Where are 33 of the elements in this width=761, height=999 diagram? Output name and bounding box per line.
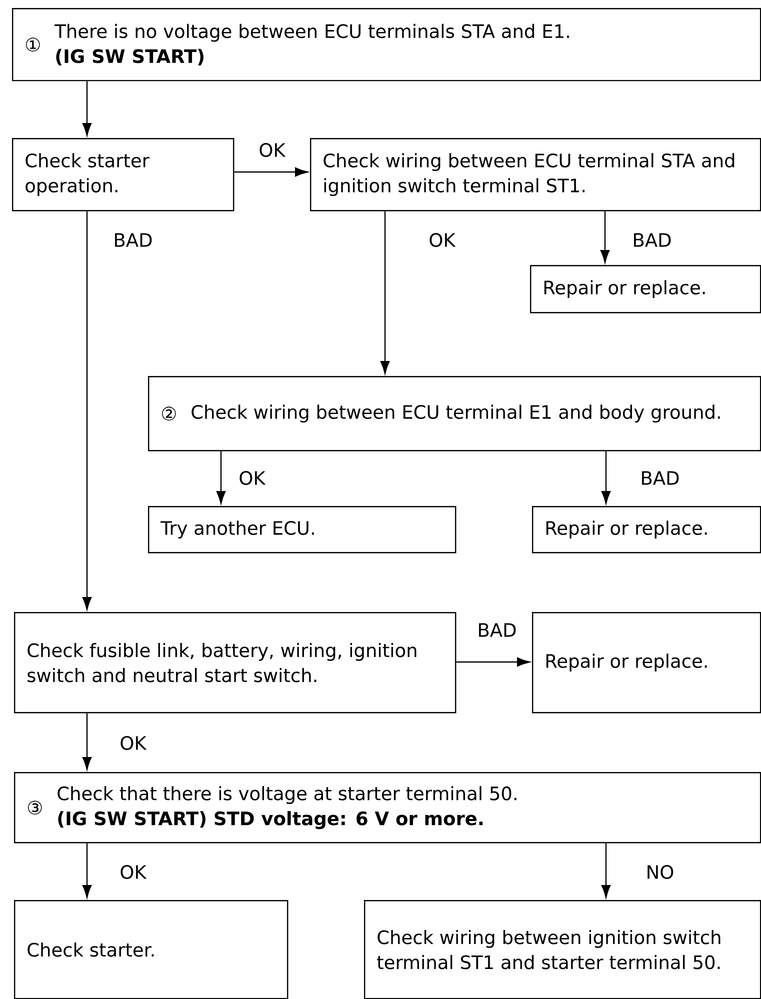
arrow bbox=[82, 211, 92, 610]
arrow bbox=[234, 167, 308, 177]
process-box: Check fusible link, battery, wiring, ignition switch and neutral start switch. bbox=[14, 612, 456, 714]
arrow bbox=[601, 451, 611, 504]
process-box: ① There is no voltage between ECU terminals STA and E1. (IG SW START) bbox=[12, 8, 761, 82]
arrow bbox=[601, 843, 611, 898]
process-box: Repair or replace. bbox=[532, 612, 761, 714]
edge-label: BAD bbox=[631, 232, 673, 248]
process-box: Repair or replace. bbox=[530, 265, 761, 314]
edge-label: BAD bbox=[112, 232, 154, 248]
edge-label: OK bbox=[118, 864, 148, 880]
edge-label: BAD bbox=[639, 470, 681, 486]
edge-label: NO bbox=[644, 864, 676, 880]
process-box: Check starter operation. bbox=[12, 138, 234, 212]
arrow bbox=[380, 211, 390, 374]
arrow bbox=[82, 843, 92, 898]
edge-label: OK bbox=[258, 142, 286, 158]
process-box: ③ Check that there is voltage at starter terminal 50. (IG SW START) STD voltage: 6 V or more. bbox=[14, 772, 761, 844]
arrow bbox=[456, 657, 530, 667]
process-box: Repair or replace. bbox=[532, 506, 761, 554]
arrow bbox=[600, 211, 610, 263]
process-box: Try another ECU. bbox=[148, 506, 456, 554]
process-box: Check wiring between ECU terminal STA and ignition switch terminal ST1. bbox=[310, 138, 761, 212]
arrow bbox=[216, 451, 226, 504]
process-box: Check wiring between ignition switch terminal ST1 and starter terminal 50. bbox=[364, 900, 761, 999]
process-box: ② Check wiring between ECU terminal E1 and body ground. bbox=[148, 376, 761, 452]
arrow bbox=[82, 81, 92, 136]
edge-label: OK bbox=[118, 735, 148, 751]
edge-label: OK bbox=[238, 470, 266, 486]
process-box: Check starter. bbox=[14, 900, 288, 999]
arrow bbox=[82, 713, 92, 770]
edge-label: BAD bbox=[476, 622, 518, 638]
edge-label: OK bbox=[428, 232, 456, 248]
